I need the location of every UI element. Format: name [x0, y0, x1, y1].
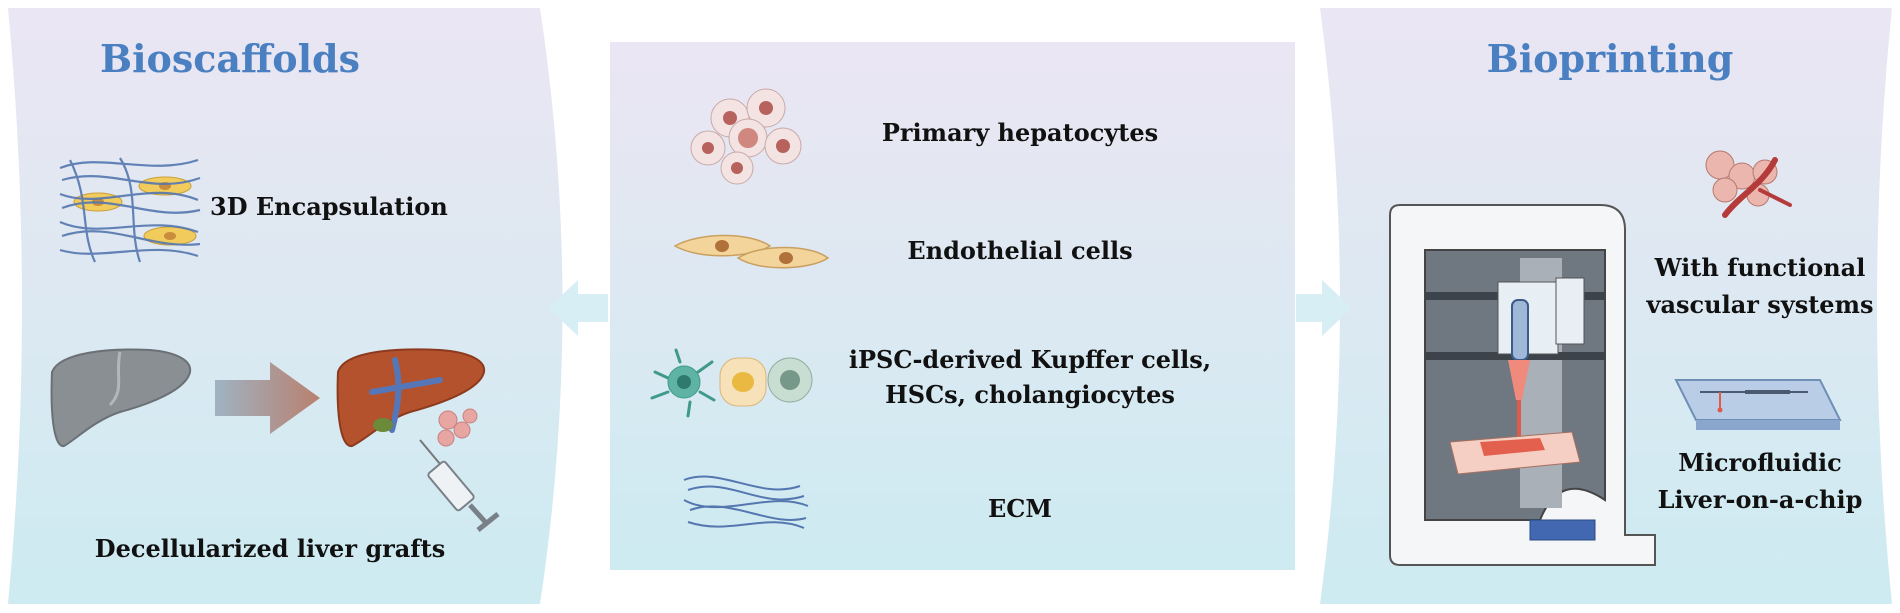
bioscaffolds-title: Bioscaffolds — [100, 36, 360, 81]
chip-label-line2: Liver-on-a-chip — [1657, 485, 1863, 514]
vascular-label-line1: With functional — [1654, 253, 1866, 282]
decellularized-grafts-label: Decellularized liver grafts — [94, 534, 446, 563]
encapsulation-icon — [59, 157, 201, 263]
cell-cluster-icon — [437, 408, 478, 447]
hepatocytes-icon — [690, 88, 802, 185]
bioprinting-title: Bioprinting — [1486, 36, 1734, 81]
syringe-icon — [419, 439, 500, 532]
chip-label-line1: Microfluidic — [1678, 448, 1842, 477]
ecm-fibers-icon — [683, 475, 809, 529]
endothelial-label: Endothelial cells — [907, 236, 1133, 265]
kupffer-hsc-cholangiocyte-icon — [650, 348, 813, 418]
transformation-arrow — [215, 362, 320, 434]
hepatocytes-label: Primary hepatocytes — [881, 118, 1159, 147]
vascular-tissue-icon — [1705, 150, 1792, 218]
grey-liver-icon — [50, 348, 192, 447]
arrow-to-bioscaffolds — [548, 280, 608, 336]
ipsc-label-line2: HSCs, cholangiocytes — [885, 380, 1175, 409]
arrow-to-bioprinting — [1296, 280, 1352, 336]
bioprinter-icon — [1389, 204, 1656, 566]
microfluidic-chip-icon — [1674, 379, 1842, 430]
ecm-label: ECM — [988, 494, 1052, 523]
red-liver-icon — [336, 348, 486, 448]
ipsc-label-line1: iPSC-derived Kupffer cells, — [848, 345, 1212, 374]
encapsulation-label: 3D Encapsulation — [210, 192, 448, 221]
vascular-label-line2: vascular systems — [1646, 290, 1874, 319]
endothelial-cells-icon — [673, 234, 830, 269]
left-panel — [8, 8, 563, 604]
